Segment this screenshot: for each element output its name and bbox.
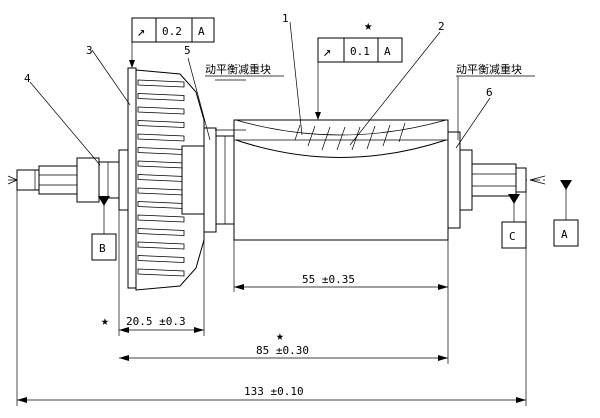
datum-B-label: B xyxy=(99,242,106,255)
rotor-core xyxy=(233,119,449,241)
balance-ring-left xyxy=(203,127,235,233)
balance-ring-right xyxy=(447,131,473,229)
datum-A-label: A xyxy=(561,228,568,241)
dim-core-length: 55 ±0.35 xyxy=(233,240,449,292)
balance-weight-label-right: 动平衡减重块 xyxy=(456,62,522,76)
callout-2: 2 xyxy=(438,20,445,33)
dim-core-length-text: 55 ±0.35 xyxy=(302,273,355,286)
star-icon-fan: ★ xyxy=(101,314,109,329)
dim-overall: 133 ±0.10 xyxy=(16,190,527,406)
dim-fan-offset-text: 20.5 ±0.3 xyxy=(126,315,186,328)
fan-fin xyxy=(137,133,185,142)
runout-icon: ↗ xyxy=(137,24,145,40)
runout-icon: ↗ xyxy=(323,44,331,60)
fan-fin xyxy=(137,241,185,250)
dim-fan-offset: ★ 20.5 ±0.3 xyxy=(101,210,205,336)
core-hatch xyxy=(294,122,406,151)
callout-6: 6 xyxy=(486,86,493,99)
runout-value-fan: 0.2 xyxy=(162,25,182,38)
fan-fin xyxy=(137,228,185,236)
fan-fin xyxy=(137,268,185,277)
callout-3: 3 xyxy=(86,44,93,57)
fan-fin xyxy=(137,93,185,101)
left-shaft xyxy=(16,157,120,203)
balance-weight-label-left: 动平衡减重块 xyxy=(205,62,271,76)
fan-fin xyxy=(137,214,185,223)
fan-fin xyxy=(137,106,185,115)
fan-fin xyxy=(137,255,185,263)
datum-C-label: C xyxy=(509,230,516,243)
callout-leaders xyxy=(29,21,491,166)
runout-datum-fan: A xyxy=(198,25,205,38)
dim-span: ★ 85 ±0.30 xyxy=(119,292,449,364)
fan-blades xyxy=(118,67,205,291)
dim-span-text: 85 ±0.30 xyxy=(256,344,309,357)
star-icon-span: ★ xyxy=(276,329,284,344)
fan-fin xyxy=(137,79,185,88)
callout-4: 4 xyxy=(24,72,31,85)
callout-5: 5 xyxy=(184,44,191,57)
runout-value-core: 0.1 xyxy=(350,45,370,58)
datum-B: B xyxy=(91,196,117,261)
star-icon-core: ★ xyxy=(364,18,373,34)
runout-frame-fan: ↗ 0.2 A xyxy=(129,17,215,68)
datum-A: A xyxy=(553,180,579,247)
callout-1: 1 xyxy=(282,12,289,25)
runout-frame-core: ★ ↗ 0.1 A xyxy=(315,18,403,120)
dim-overall-text: 133 ±0.10 xyxy=(244,385,304,398)
datum-C: C xyxy=(501,194,527,249)
right-shaft xyxy=(471,163,527,197)
fan-fin xyxy=(137,120,185,128)
runout-datum-core: A xyxy=(384,45,391,58)
